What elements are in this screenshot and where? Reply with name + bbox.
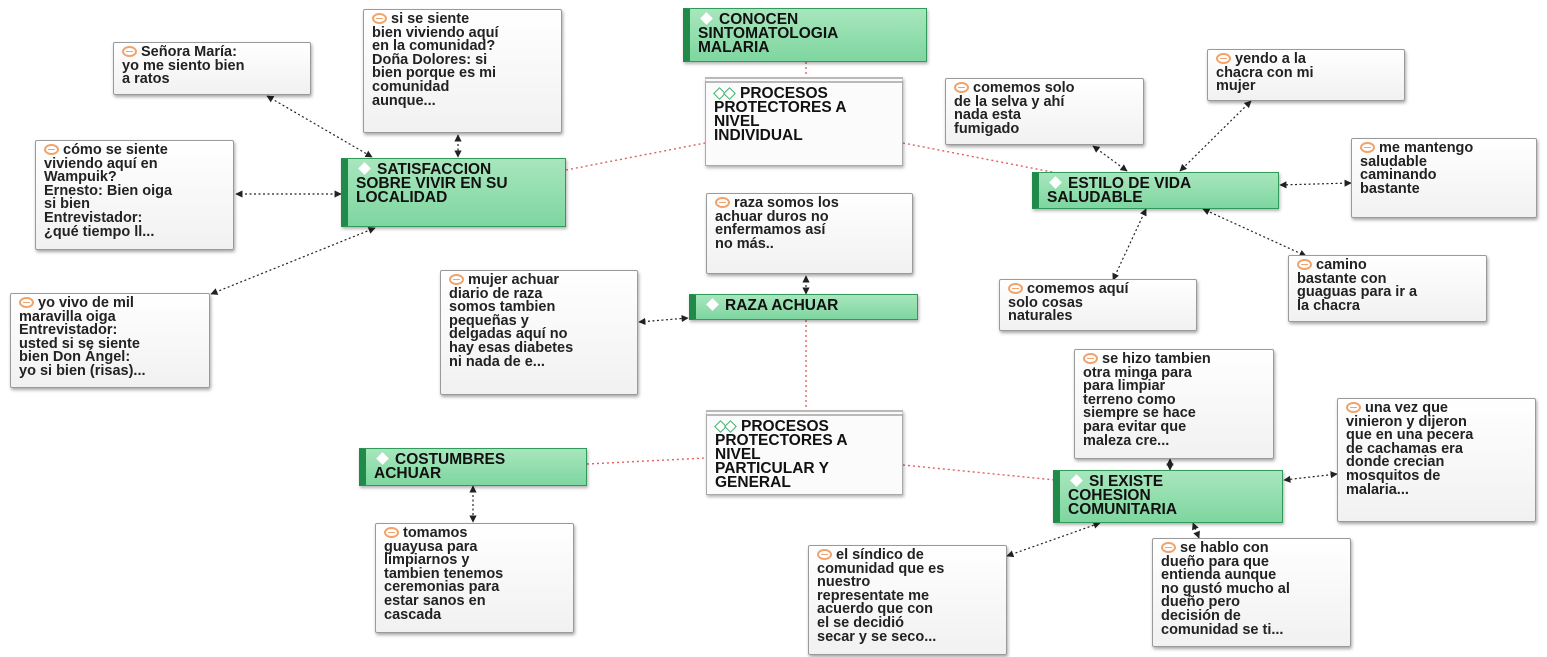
network-label: PROCESOS PROTECTORES A NIVEL PARTICULAR …: [715, 418, 848, 491]
quotation-text: raza somos los achuar duros no enfermamo…: [715, 195, 839, 252]
code-label: ESTILO DE VIDA SALUDABLE: [1047, 175, 1192, 206]
quotation-bubble-icon: [1360, 142, 1375, 153]
quotation-bubble-icon: [122, 46, 137, 57]
network-node-procesos-individual[interactable]: PROCESOS PROTECTORES A NIVEL INDIVIDUAL: [705, 77, 903, 166]
network-node-procesos-particular[interactable]: PROCESOS PROTECTORES A NIVEL PARTICULAR …: [706, 410, 903, 495]
quotation-raza-duros[interactable]: raza somos los achuar duros no enfermamo…: [706, 193, 913, 274]
code-node-raza-achuar[interactable]: RAZA ACHUAR: [689, 294, 918, 320]
quotation-text: comemos solo de la selva y ahí nada esta…: [954, 80, 1075, 137]
quotation-senora-maria[interactable]: Señora María: yo me siento bien a ratos: [113, 42, 311, 95]
network-label: PROCESOS PROTECTORES A NIVEL INDIVIDUAL: [714, 85, 847, 144]
quotation-camino-guaguas[interactable]: camino bastante con guaguas para ir a la…: [1288, 255, 1487, 322]
quotation-text: Señora María: yo me siento bien a ratos: [122, 44, 245, 88]
quotation-chacra-mujer[interactable]: yendo a la chacra con mi mujer: [1207, 49, 1405, 101]
quote-link: [1092, 145, 1128, 172]
quotation-text: el síndico de comunidad que es nuestro r…: [817, 547, 945, 645]
quotation-bubble-icon: [1346, 402, 1361, 413]
quotation-text: yo vivo de mil maravilla oiga Entrevista…: [19, 295, 146, 379]
code-label: RAZA ACHUAR: [725, 297, 839, 314]
quote-link: [638, 314, 689, 326]
quotation-bubble-icon: [44, 144, 59, 155]
quote-link: [1006, 521, 1101, 558]
code-diamond-icon: [1049, 176, 1062, 189]
quotation-pecera[interactable]: una vez que vinieron y dijeron que en un…: [1337, 398, 1536, 522]
quotation-dona-dolores[interactable]: si se siente bien viviendo aquí en la co…: [363, 9, 562, 133]
code-node-estilo-de-vida[interactable]: ESTILO DE VIDA SALUDABLE: [1032, 172, 1279, 209]
code-node-satisfaccion[interactable]: SATISFACCION SOBRE VIVIR EN SU LOCALIDAD: [341, 158, 566, 227]
quotation-bubble-icon: [449, 274, 464, 285]
quotation-don-angel[interactable]: yo vivo de mil maravilla oiga Entrevista…: [10, 293, 210, 388]
quotation-bubble-icon: [384, 527, 399, 538]
quotation-bubble-icon: [372, 13, 387, 24]
quotation-text: si se siente bien viviendo aquí en la co…: [372, 11, 499, 109]
quotation-dueno[interactable]: se hablo con dueño para que entienda aun…: [1152, 538, 1351, 647]
quotation-text: una vez que vinieron y dijeron que en un…: [1346, 400, 1474, 498]
code-diamond-icon: [358, 162, 371, 175]
quote-link: [1112, 208, 1147, 281]
quotation-cosas-naturales[interactable]: comemos aquí solo cosas naturales: [999, 279, 1197, 331]
code-label: SI EXISTE COHESION COMUNITARIA: [1068, 473, 1178, 518]
network-double-diamond-icon: [715, 421, 737, 431]
code-diamond-icon: [700, 12, 713, 25]
quotation-mujer-achuar[interactable]: mujer achuar diario de raza somos tambie…: [440, 270, 638, 395]
code-label: CONOCEN SINTOMATOLOGIA MALARIA: [698, 11, 839, 56]
quotation-text: tomamos guayusa para limpiarnos y tambie…: [384, 525, 504, 623]
quote-link: [1279, 179, 1352, 189]
quotation-ernesto[interactable]: cómo se siente viviendo aquí en Wampuik?…: [35, 140, 234, 250]
code-diamond-icon: [706, 298, 719, 311]
quotation-bubble-icon: [19, 297, 34, 308]
code-node-conocen-sintomatologia[interactable]: CONOCEN SINTOMATOLOGIA MALARIA: [683, 8, 927, 62]
network-link: [565, 142, 706, 171]
code-diamond-icon: [1070, 474, 1083, 487]
quotation-guayusa[interactable]: tomamos guayusa para limpiarnos y tambie…: [375, 523, 574, 633]
network-link: [586, 457, 707, 465]
quotation-caminando[interactable]: me mantengo saludable caminando bastante: [1351, 138, 1537, 218]
quote-link: [1283, 471, 1338, 483]
quotation-text: yendo a la chacra con mi mujer: [1216, 51, 1314, 95]
network-link: [902, 142, 1058, 174]
quotation-bubble-icon: [1083, 353, 1098, 364]
code-node-cohesion-comunitaria[interactable]: SI EXISTE COHESION COMUNITARIA: [1053, 470, 1283, 523]
quotation-bubble-icon: [1297, 259, 1312, 270]
quotation-sindico[interactable]: el síndico de comunidad que es nuestro r…: [808, 545, 1007, 655]
quote-link: [1192, 522, 1200, 539]
quotation-bubble-icon: [1161, 542, 1176, 553]
quotation-text: camino bastante con guaguas para ir a la…: [1297, 257, 1418, 314]
code-diamond-icon: [376, 452, 389, 465]
quotation-bubble-icon: [715, 197, 730, 208]
quotation-text: cómo se siente viviendo aquí en Wampuik?…: [44, 142, 173, 240]
quotation-bubble-icon: [954, 82, 969, 93]
quotation-bubble-icon: [1216, 53, 1231, 64]
quote-link: [266, 95, 373, 158]
quotation-bubble-icon: [1008, 283, 1023, 294]
quotation-text: se hizo tambien otra minga para para lim…: [1083, 351, 1211, 449]
quotation-bubble-icon: [817, 549, 832, 560]
code-label: SATISFACCION SOBRE VIVIR EN SU LOCALIDAD: [356, 161, 508, 206]
code-node-costumbres-achuar[interactable]: COSTUMBRES ACHUAR: [359, 448, 587, 486]
quotation-text: se hablo con dueño para que entienda aun…: [1161, 540, 1290, 638]
network-double-diamond-icon: [714, 88, 736, 98]
code-label: COSTUMBRES ACHUAR: [374, 451, 506, 482]
quotation-minga[interactable]: se hizo tambien otra minga para para lim…: [1074, 349, 1274, 459]
quote-link: [1202, 208, 1307, 257]
quotation-text: comemos aquí solo cosas naturales: [1008, 281, 1129, 325]
quotation-text: me mantengo saludable caminando bastante: [1360, 140, 1474, 197]
quote-link: [210, 227, 376, 295]
quotation-comemos-selva[interactable]: comemos solo de la selva y ahí nada esta…: [945, 78, 1144, 145]
quotation-text: mujer achuar diario de raza somos tambie…: [449, 272, 574, 370]
quote-link: [1179, 100, 1252, 172]
network-link: [902, 464, 1056, 481]
